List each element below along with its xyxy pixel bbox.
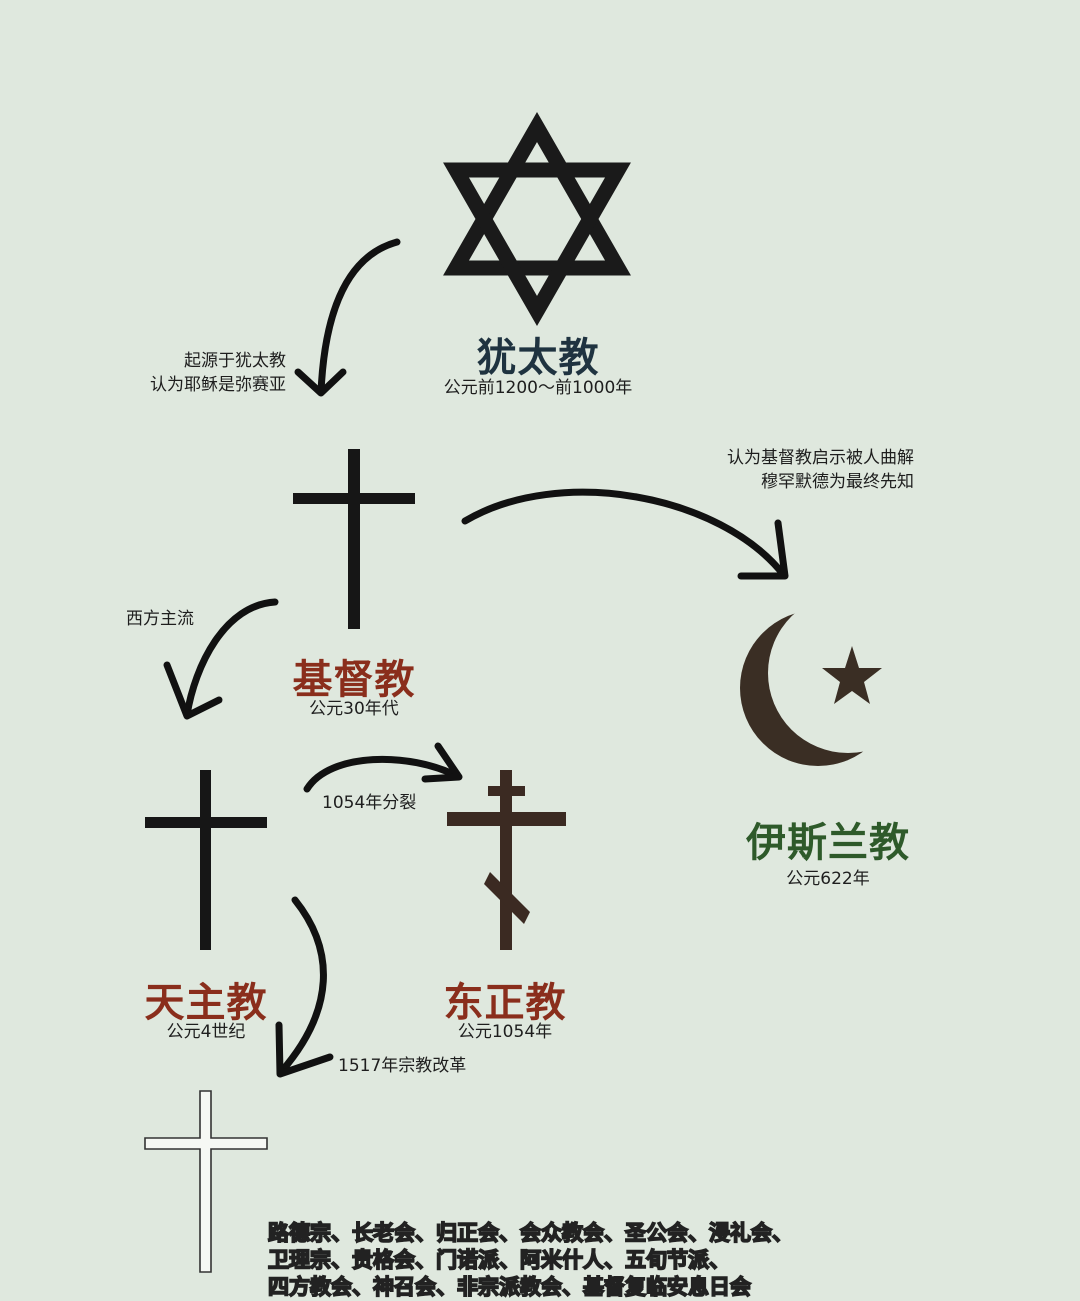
- judaism-date: 公元前1200～前1000年: [443, 378, 633, 398]
- arrowhead-christianity-to-islam: [737, 519, 789, 580]
- arrow-christianity-to-islam: [461, 488, 787, 578]
- arrow-judaism-to-christianity: [317, 238, 401, 396]
- orthodox-title: 东正教: [443, 980, 567, 1026]
- catholic-cross-icon: [145, 770, 267, 950]
- denominations-line3: 四方教会、神召会、非宗派教会、基督复临安息日会: [267, 1274, 752, 1300]
- star-of-david-icon: [443, 111, 631, 327]
- arrowhead-christianity-to-catholic: [163, 661, 223, 720]
- denominations-line1: 路德宗、长老会、归正会、会众教会、圣公会、浸礼会、: [267, 1220, 794, 1246]
- denominations-list: 路德宗、长老会、归正会、会众教会、圣公会、浸礼会、 卫理宗、贵格会、门诺派、阿米…: [267, 1220, 794, 1301]
- protestant-cross-icon: [144, 1090, 268, 1273]
- orthodox-cross-icon: [447, 770, 566, 950]
- christianity-cross-icon: [293, 449, 415, 629]
- arrow-catholic-to-orthodox: [303, 755, 461, 793]
- origin-note: 起源于犹太教 认为耶稣是弥赛亚: [110, 349, 286, 397]
- islam-note: 认为基督教启示被人曲解 穆罕默德为最终先知: [660, 446, 914, 494]
- arrowhead-catholic-to-orthodox: [421, 742, 463, 783]
- christianity-title: 基督教: [292, 657, 416, 703]
- arrow-christianity-to-catholic: [183, 598, 279, 719]
- origin-note-line2: 认为耶稣是弥赛亚: [150, 375, 286, 395]
- reformation-note: 1517年宗教改革: [338, 1056, 467, 1076]
- arrowhead-catholic-to-protestant: [275, 1021, 334, 1078]
- origin-note-line1: 起源于犹太教: [184, 351, 286, 371]
- judaism-title: 犹太教: [476, 335, 600, 381]
- arrow-catholic-to-protestant: [277, 896, 327, 1076]
- islam-note-line1: 认为基督教启示被人曲解: [727, 448, 914, 468]
- christianity-date: 公元30年代: [309, 699, 399, 719]
- catholic-date: 公元4世纪: [166, 1022, 246, 1042]
- catholic-title: 天主教: [144, 980, 268, 1026]
- crescent-star-icon: [740, 610, 896, 766]
- islam-date: 公元622年: [786, 869, 870, 889]
- orthodox-date: 公元1054年: [457, 1022, 553, 1042]
- islam-note-line2: 穆罕默德为最终先知: [761, 472, 914, 492]
- western-note: 西方主流: [126, 609, 194, 629]
- schism-note: 1054年分裂: [322, 793, 417, 813]
- islam-title: 伊斯兰教: [746, 820, 910, 866]
- arrowhead-judaism-to-christianity: [294, 368, 347, 397]
- denominations-line2: 卫理宗、贵格会、门诺派、阿米什人、五旬节派、: [267, 1247, 731, 1273]
